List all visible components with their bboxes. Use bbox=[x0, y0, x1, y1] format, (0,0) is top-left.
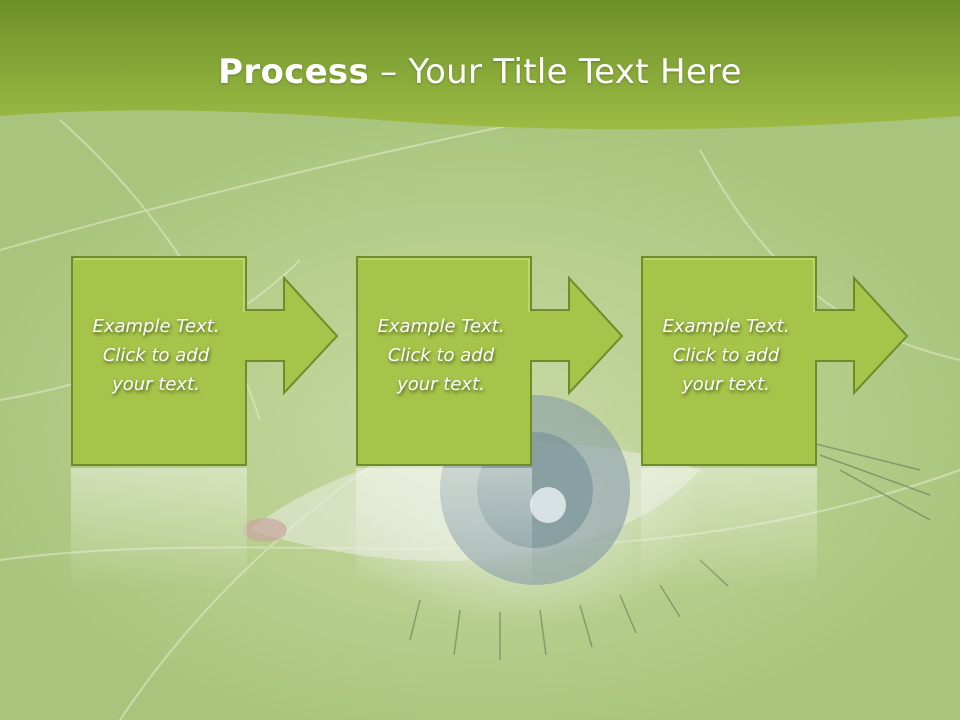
step-2-shape bbox=[356, 256, 624, 466]
step-3-text[interactable]: Example Text. Click to add your text. bbox=[641, 312, 811, 399]
step-2-line-2: Click to add bbox=[387, 345, 495, 366]
title-bold-text: Process bbox=[218, 52, 370, 92]
step-1-text[interactable]: Example Text. Click to add your text. bbox=[71, 312, 241, 399]
step-2-text[interactable]: Example Text. Click to add your text. bbox=[356, 312, 526, 399]
step-2-line-3: your text. bbox=[397, 374, 485, 395]
step-2-line-1: Example Text. bbox=[377, 316, 505, 337]
step-1-line-1: Example Text. bbox=[92, 316, 220, 337]
step-1-line-2: Click to add bbox=[102, 345, 210, 366]
step-3-shape bbox=[641, 256, 909, 466]
step-1-reflection bbox=[71, 468, 247, 588]
slide-title[interactable]: Process – Your Title Text Here bbox=[0, 52, 960, 92]
title-band bbox=[0, 0, 960, 130]
step-3-line-3: your text. bbox=[682, 374, 770, 395]
title-rest-text: – Your Title Text Here bbox=[369, 52, 742, 92]
step-3-line-1: Example Text. bbox=[662, 316, 790, 337]
process-step-3[interactable]: Example Text. Click to add your text. bbox=[641, 256, 911, 588]
step-1-shape bbox=[71, 256, 339, 466]
step-2-reflection bbox=[356, 468, 532, 588]
step-1-line-3: your text. bbox=[112, 374, 200, 395]
process-step-2[interactable]: Example Text. Click to add your text. bbox=[356, 256, 626, 588]
step-3-reflection bbox=[641, 468, 817, 588]
process-step-1[interactable]: Example Text. Click to add your text. bbox=[71, 256, 341, 588]
step-3-line-2: Click to add bbox=[672, 345, 780, 366]
